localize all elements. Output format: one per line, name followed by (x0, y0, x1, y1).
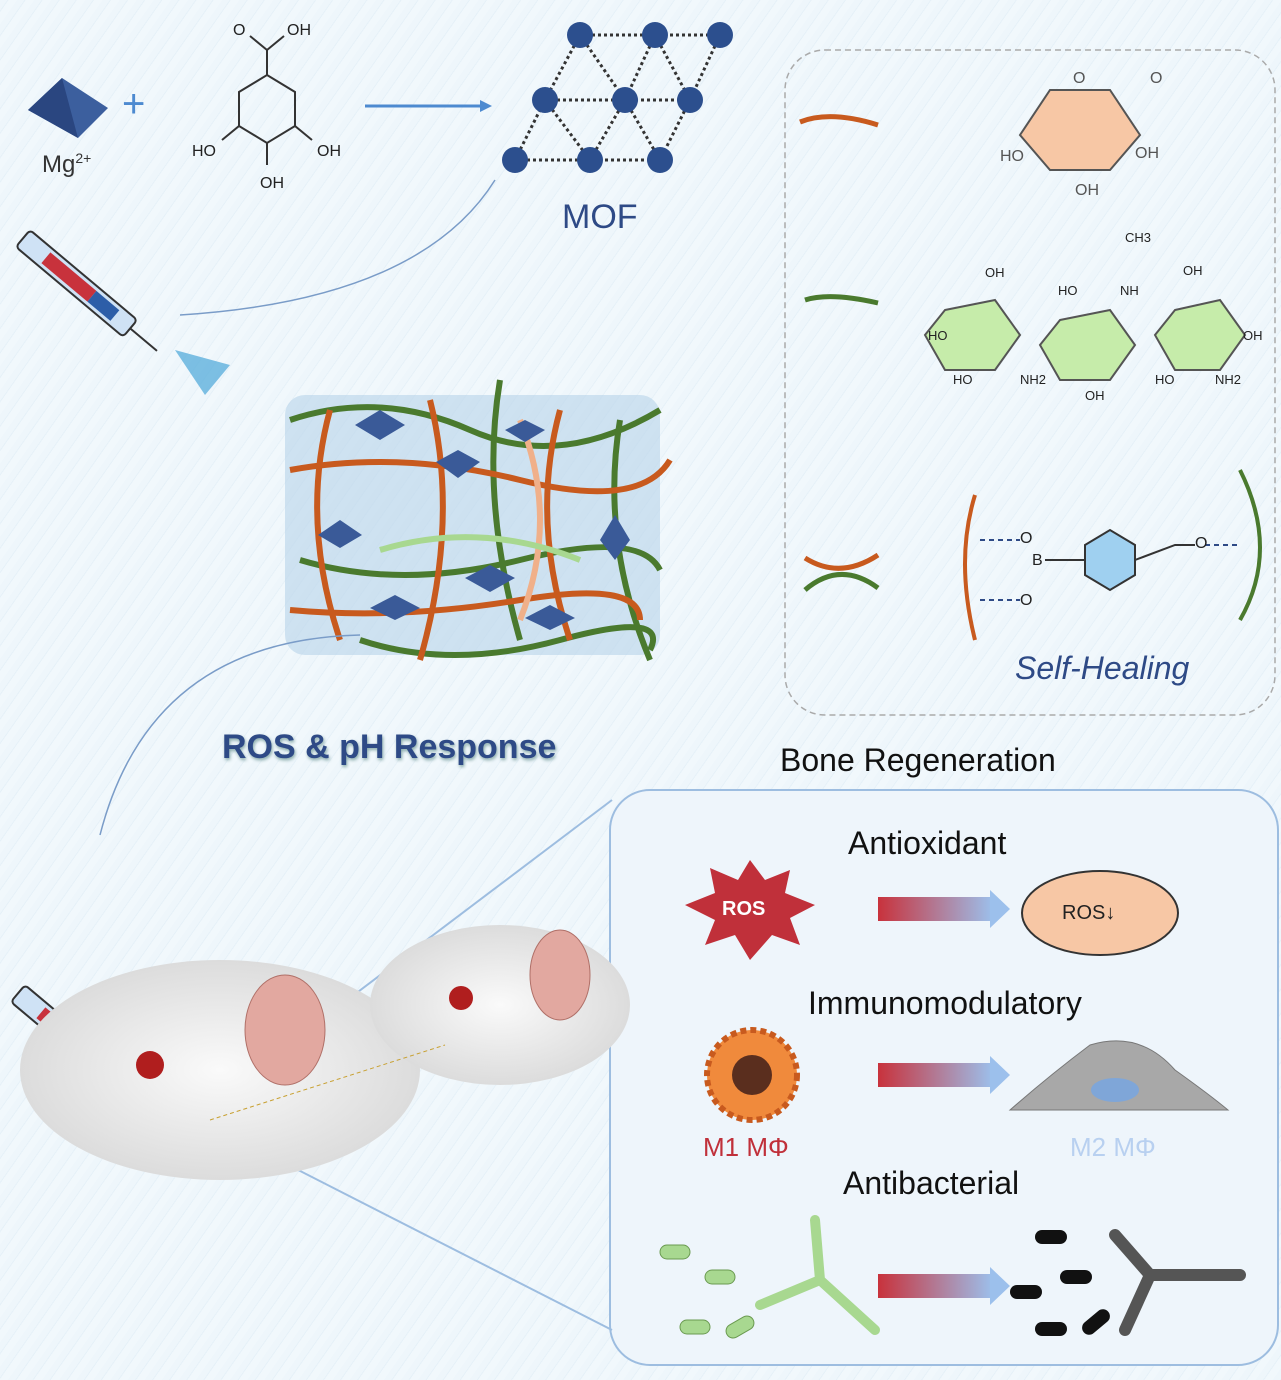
chem-label: B (1032, 552, 1043, 569)
gel-droplet (175, 350, 230, 395)
polymer2-strand-icon (804, 294, 879, 306)
mof-particle-icons (318, 410, 630, 630)
polymer1-strand-icon (799, 114, 879, 128)
polymer1-structure (1018, 89, 1142, 171)
immunomodulatory-title: Immunomodulatory (808, 985, 1082, 1021)
ros-reduced-label: ROS↓ (1062, 902, 1116, 924)
m1-macrophage-icon (704, 1027, 800, 1123)
flow-curve (99, 634, 361, 836)
chem-label: OH (1085, 388, 1105, 403)
antibacterial-title: Antibacterial (843, 1165, 1020, 1201)
arrow-icon (878, 897, 993, 921)
chem-label: CH3 (1125, 230, 1152, 245)
m2-macrophage-icon (1008, 1040, 1230, 1111)
syringe-icon (16, 230, 158, 352)
arrow-icon (878, 1274, 993, 1298)
chem-label: OH (1075, 182, 1099, 199)
live-bacteria-icons (659, 1215, 880, 1339)
chem-label: O (1020, 530, 1033, 547)
gallic-acid-structure (221, 35, 313, 165)
chem-label: O (233, 22, 246, 39)
chem-label: HO (1155, 372, 1175, 387)
m2-label: M2 MΦ (1070, 1132, 1156, 1162)
mg-symbol: Mg (42, 151, 76, 178)
chem-label: NH (1120, 283, 1139, 298)
chem-label: OH (985, 265, 1005, 280)
ros-cloud-icon (1021, 870, 1179, 956)
chem-label: HO (1058, 283, 1078, 298)
reaction-arrow (365, 100, 492, 112)
chem-label: HO (1000, 148, 1024, 165)
chem-label: NH2 (1215, 372, 1242, 387)
ros-label: ROS (722, 898, 766, 920)
mof-label: MOF (562, 198, 638, 236)
mof-lattice-icon (502, 22, 733, 173)
chem-label: HO (928, 328, 948, 343)
chem-label: O (1195, 535, 1208, 552)
chem-label: HO (192, 143, 216, 160)
chem-label: OH (1183, 263, 1203, 278)
chem-label: O (1020, 592, 1033, 609)
polymer2-structure (923, 298, 1247, 381)
dead-bacteria-icons (1010, 1229, 1246, 1336)
chem-label: OH (260, 175, 284, 192)
crosslinker-structure (963, 469, 1262, 641)
chem-label: O (1150, 70, 1163, 87)
mg-octahedron-icon (28, 78, 108, 138)
ros-star-icon (685, 860, 815, 960)
antioxidant-title: Antioxidant (848, 825, 1007, 861)
chem-label: NH2 (1020, 372, 1047, 387)
arrow-icon (878, 1063, 993, 1087)
chem-label: OH (287, 22, 311, 39)
mg-charge: 2+ (75, 150, 92, 166)
bone-regeneration-title: Bone Regeneration (780, 742, 1056, 778)
ros-ph-response-label: ROS & pH Response (222, 728, 557, 766)
plus-sign: + (122, 82, 146, 126)
m1-label: M1 MΦ (703, 1132, 789, 1162)
hydrogel-network (285, 379, 673, 662)
flow-curve (179, 179, 496, 316)
legend-box (784, 49, 1276, 716)
chem-label: OH (1243, 328, 1263, 343)
chem-label: OH (317, 143, 341, 160)
self-healing-label: Self-Healing (1015, 650, 1190, 686)
mg-label: Mg2+ (42, 150, 91, 179)
chem-label: O (1073, 70, 1086, 87)
crosslink-icon (803, 552, 880, 592)
chem-label: HO (953, 372, 973, 387)
chem-label: OH (1135, 145, 1159, 162)
rat-illustration (20, 925, 630, 1180)
